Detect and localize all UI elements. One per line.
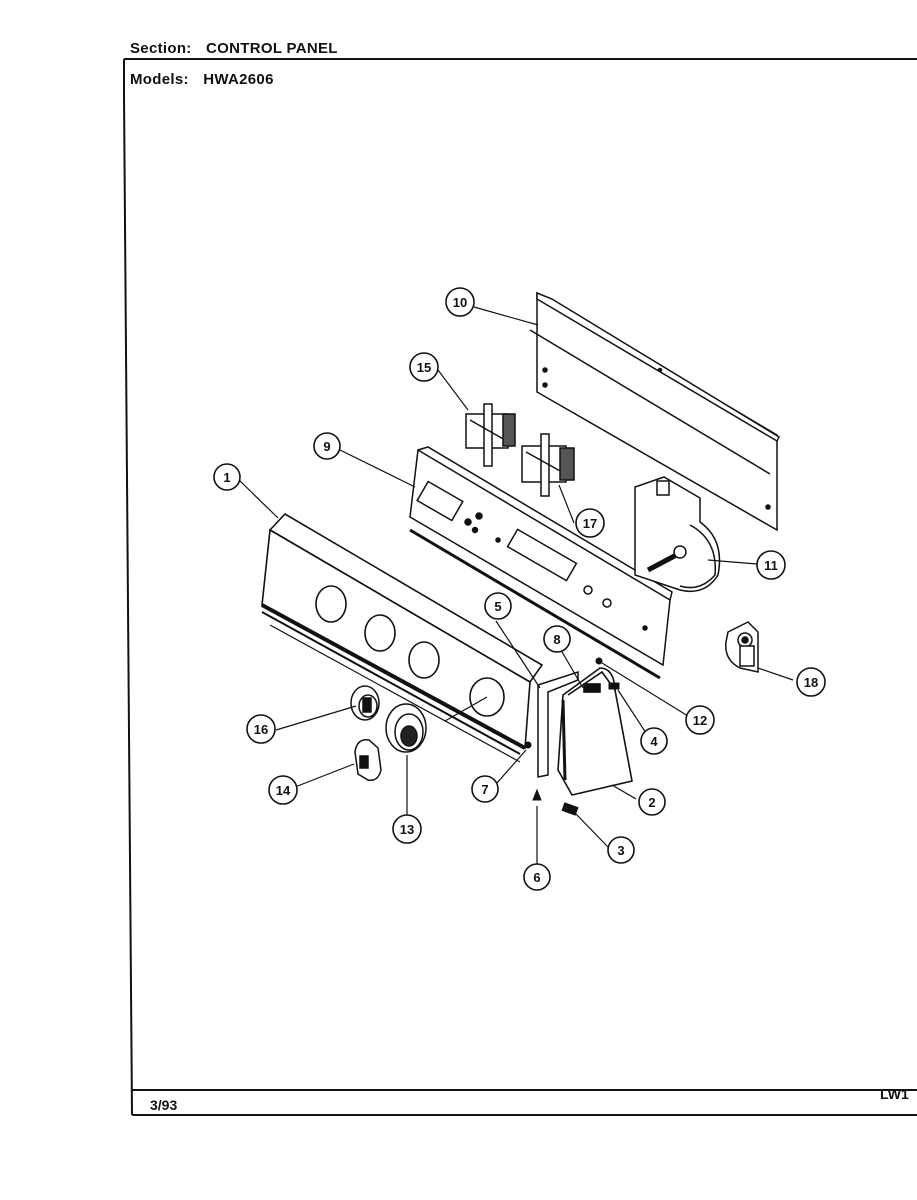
knob-14 <box>354 739 382 782</box>
callout-15: 15 <box>409 352 439 382</box>
svg-text:14: 14 <box>276 783 291 798</box>
console-front-panel <box>261 512 544 763</box>
svg-text:13: 13 <box>400 822 414 837</box>
trim-strip <box>537 670 579 778</box>
callout-4: 4 <box>640 727 668 755</box>
callouts: 1 2 3 4 5 6 7 8 9 10 11 12 13 14 15 16 1… <box>213 287 826 891</box>
screw-6 <box>532 788 542 801</box>
callout-16: 16 <box>246 714 276 744</box>
callout-7: 7 <box>471 775 499 803</box>
clip-3 <box>561 802 579 816</box>
callout-18: 18 <box>796 667 826 697</box>
callout-9: 9 <box>313 432 341 460</box>
svg-text:18: 18 <box>804 675 818 690</box>
svg-text:10: 10 <box>453 295 467 310</box>
callout-8: 8 <box>543 625 571 653</box>
section-heading: Section: CONTROL PANEL <box>130 40 338 57</box>
page-frame <box>123 58 917 1116</box>
callout-10: 10 <box>445 287 475 317</box>
svg-text:7: 7 <box>481 782 488 797</box>
svg-text:5: 5 <box>494 599 501 614</box>
models-value: HWA2606 <box>203 71 274 88</box>
screw-12 <box>595 657 603 665</box>
leader-lines <box>237 306 794 865</box>
timer <box>634 476 721 593</box>
bracket-18 <box>725 621 759 673</box>
callout-11: 11 <box>756 550 786 580</box>
end-cap <box>557 667 633 796</box>
svg-text:15: 15 <box>417 360 431 375</box>
svg-text:6: 6 <box>533 870 540 885</box>
callout-14: 14 <box>268 775 298 805</box>
svg-text:2: 2 <box>648 795 655 810</box>
knob-16 <box>350 685 380 721</box>
footer-date: 3/93 <box>150 1097 178 1113</box>
clip-4 <box>608 682 620 690</box>
callout-13: 13 <box>392 814 422 844</box>
callout-17: 17 <box>575 508 605 538</box>
knob-13 <box>385 703 427 753</box>
callout-12: 12 <box>685 705 715 735</box>
switch-17 <box>521 433 575 497</box>
footer-code: LW1 <box>880 1086 909 1102</box>
callout-6: 6 <box>523 863 551 891</box>
control-panel-backplate <box>409 446 673 680</box>
svg-text:16: 16 <box>254 722 268 737</box>
svg-text:9: 9 <box>323 439 330 454</box>
switch-15 <box>465 403 516 467</box>
screw-7 <box>524 741 532 749</box>
callout-5: 5 <box>484 592 512 620</box>
models-heading: Models: HWA2606 <box>130 71 274 88</box>
models-label: Models: <box>130 71 189 88</box>
svg-text:12: 12 <box>693 713 707 728</box>
callout-3: 3 <box>607 836 635 864</box>
section-value: CONTROL PANEL <box>206 40 338 57</box>
svg-text:11: 11 <box>764 558 778 573</box>
svg-text:17: 17 <box>583 516 597 531</box>
svg-text:3: 3 <box>617 843 624 858</box>
svg-text:8: 8 <box>553 632 560 647</box>
callout-2: 2 <box>638 788 666 816</box>
svg-text:4: 4 <box>650 734 658 749</box>
callout-1: 1 <box>213 463 241 491</box>
fasteners <box>524 657 620 816</box>
section-label: Section: <box>130 40 192 57</box>
svg-text:1: 1 <box>223 470 230 485</box>
rear-panel <box>529 291 780 532</box>
